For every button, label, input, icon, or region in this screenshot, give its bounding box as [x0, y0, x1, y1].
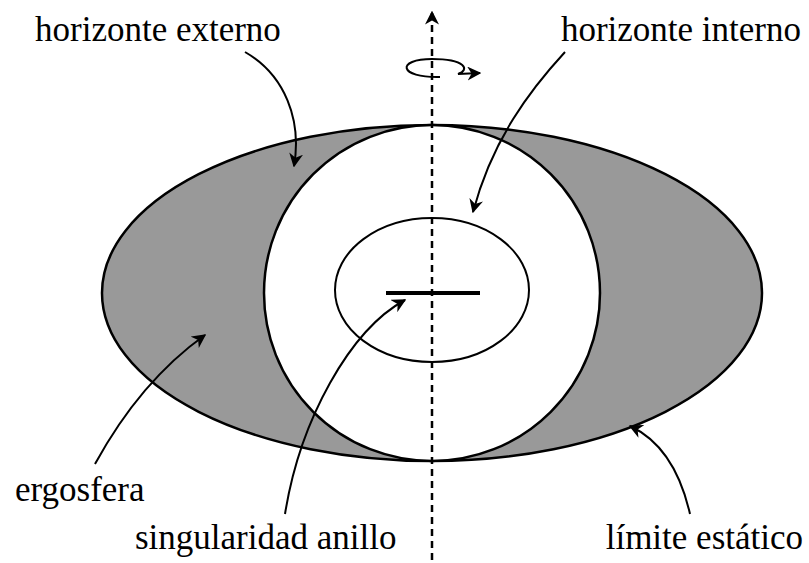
rotation-arrow	[407, 59, 480, 77]
leader-line	[95, 335, 205, 464]
part-label: ergosfera	[15, 472, 145, 507]
leader-line	[285, 300, 405, 514]
rotation-axis	[431, 12, 434, 560]
part-label: horizonte externo	[35, 12, 281, 47]
leader-line	[473, 52, 565, 212]
part-label: singularidad anillo	[135, 520, 396, 555]
part-label: horizonte interno	[561, 12, 801, 47]
part-label: límite estático	[606, 520, 803, 555]
leader-line	[630, 426, 690, 514]
leader-line	[245, 52, 296, 166]
